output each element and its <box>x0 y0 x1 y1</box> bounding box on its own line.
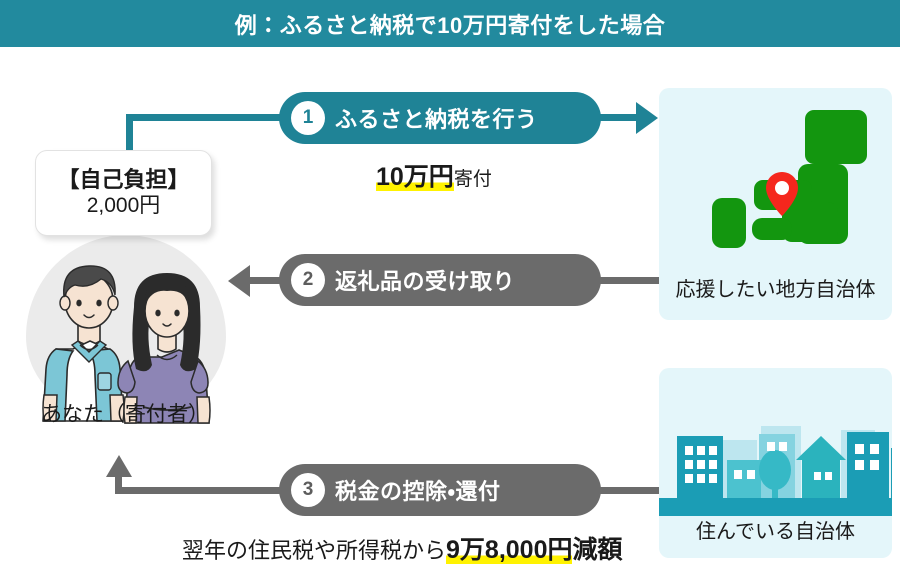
donation-amount-suffix: 寄付 <box>453 169 492 190</box>
deduction-amount: 9万8,000円 <box>446 536 573 564</box>
step2-card-connector <box>592 277 660 284</box>
deduction-prefix: 翌年の住民税や所得税から <box>182 538 447 563</box>
japan-map-with-pin-icon <box>711 110 867 248</box>
step-1-caption: 10万円寄付 <box>376 157 492 193</box>
couple-illustration-icon <box>42 265 211 424</box>
step1-elbow-vertical <box>126 114 133 152</box>
residence-card: 住んでいる自治体 <box>659 368 892 558</box>
header-bar: 例：ふるさと納税で10万円寄付をした場合 <box>0 0 900 47</box>
step-2-number: 2 <box>291 263 325 297</box>
municipality-card: 応援したい地方自治体 <box>659 88 892 320</box>
tax-deduction-elbow-vertical <box>115 476 122 494</box>
residence-card-label: 住んでいる自治体 <box>696 521 855 543</box>
step3-card-connector <box>592 487 660 494</box>
cityscape-icon <box>659 426 892 516</box>
donor-label: あなた（寄付者） <box>41 403 209 426</box>
page-title: 例：ふるさと納税で10万円寄付をした場合 <box>234 12 666 38</box>
self-burden-title: 【自己負担】 <box>57 167 190 193</box>
step-3-pill[interactable]: 3 税金の控除・還付 <box>279 464 601 516</box>
step-3-number: 3 <box>291 473 325 507</box>
donor-illustration <box>14 235 240 430</box>
return-gift-arrow-head-icon <box>228 265 250 297</box>
tax-deduction-arrow-head-icon <box>106 455 132 477</box>
step-1-label: ふるさと納税を行う <box>335 107 538 132</box>
municipality-card-label: 応援したい地方自治体 <box>675 279 876 301</box>
tax-deduction-elbow-horizontal <box>115 487 293 494</box>
step-2-pill[interactable]: 2 返礼品の受け取り <box>279 254 601 306</box>
step-1-number: 1 <box>291 101 325 135</box>
step-3-label: 税金の控除・還付 <box>335 479 501 504</box>
step-2-label: 返礼品の受け取り <box>335 269 516 294</box>
step1-elbow-horizontal <box>126 114 291 121</box>
step-1-pill[interactable]: 1 ふるさと納税を行う <box>279 92 601 144</box>
donation-amount: 10万円 <box>376 163 454 191</box>
step-3-caption: 翌年の住民税や所得税から9万8,000円減額 <box>182 530 623 566</box>
deduction-suffix: 減額 <box>572 536 623 564</box>
return-gift-arrow-shaft <box>250 277 295 284</box>
self-burden-callout: 【自己負担】 2,000円 <box>35 150 212 236</box>
donation-arrow-shaft <box>592 114 640 121</box>
self-burden-amount: 2,000円 <box>86 193 161 217</box>
donation-arrow-head-icon <box>636 102 658 134</box>
